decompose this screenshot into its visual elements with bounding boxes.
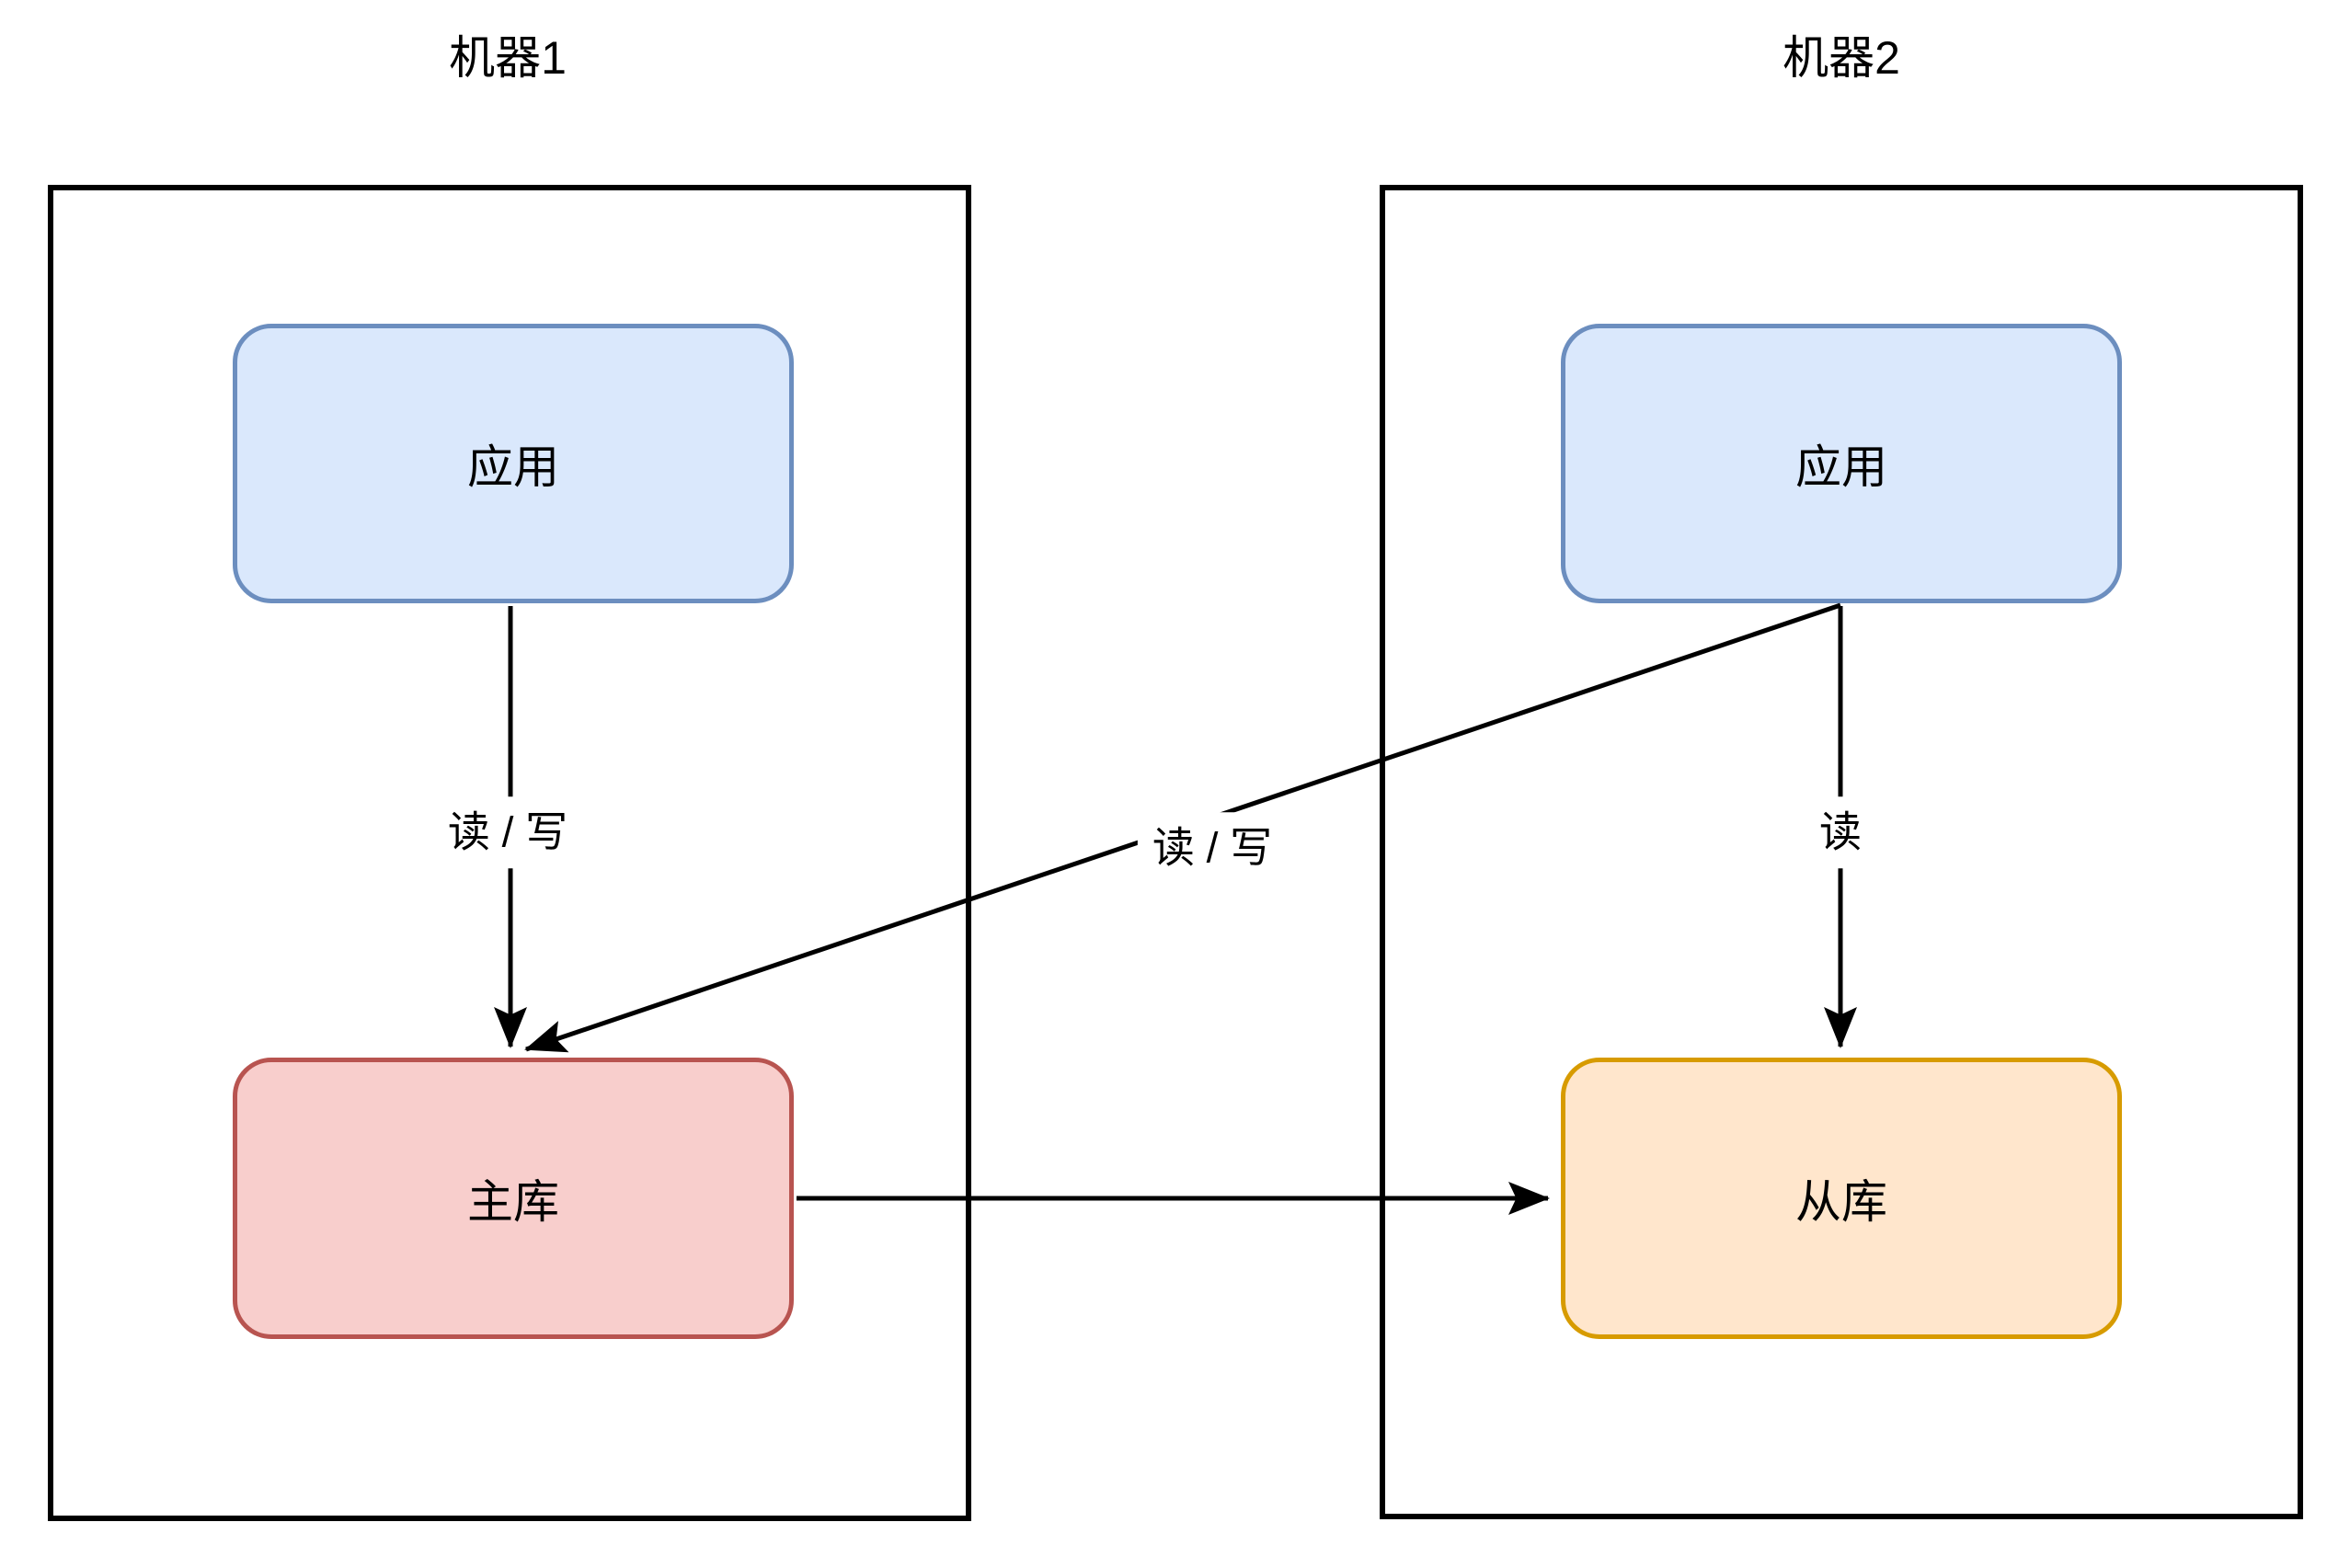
edge-label-read-machine2: 读 bbox=[1805, 796, 1876, 868]
machine-1-title: 机器1 bbox=[449, 32, 567, 84]
node-application-machine1: 应用 bbox=[233, 324, 794, 603]
machine-1-box bbox=[48, 185, 971, 1521]
node-master-db-label: 主库 bbox=[467, 1176, 559, 1228]
node-slave-db: 从库 bbox=[1561, 1058, 2122, 1339]
edge-label-read-write-machine1: 读 / 写 bbox=[432, 796, 583, 868]
node-application-machine2-label: 应用 bbox=[1795, 441, 1887, 493]
node-master-db: 主库 bbox=[233, 1058, 794, 1339]
machine-2-title: 机器2 bbox=[1783, 32, 1900, 84]
edge-label-read-write-cross: 读 / 写 bbox=[1137, 812, 1288, 884]
machine-2-box bbox=[1380, 185, 2303, 1519]
node-application-machine1-label: 应用 bbox=[467, 441, 559, 493]
node-application-machine2: 应用 bbox=[1561, 324, 2122, 603]
node-slave-db-label: 从库 bbox=[1795, 1176, 1887, 1228]
